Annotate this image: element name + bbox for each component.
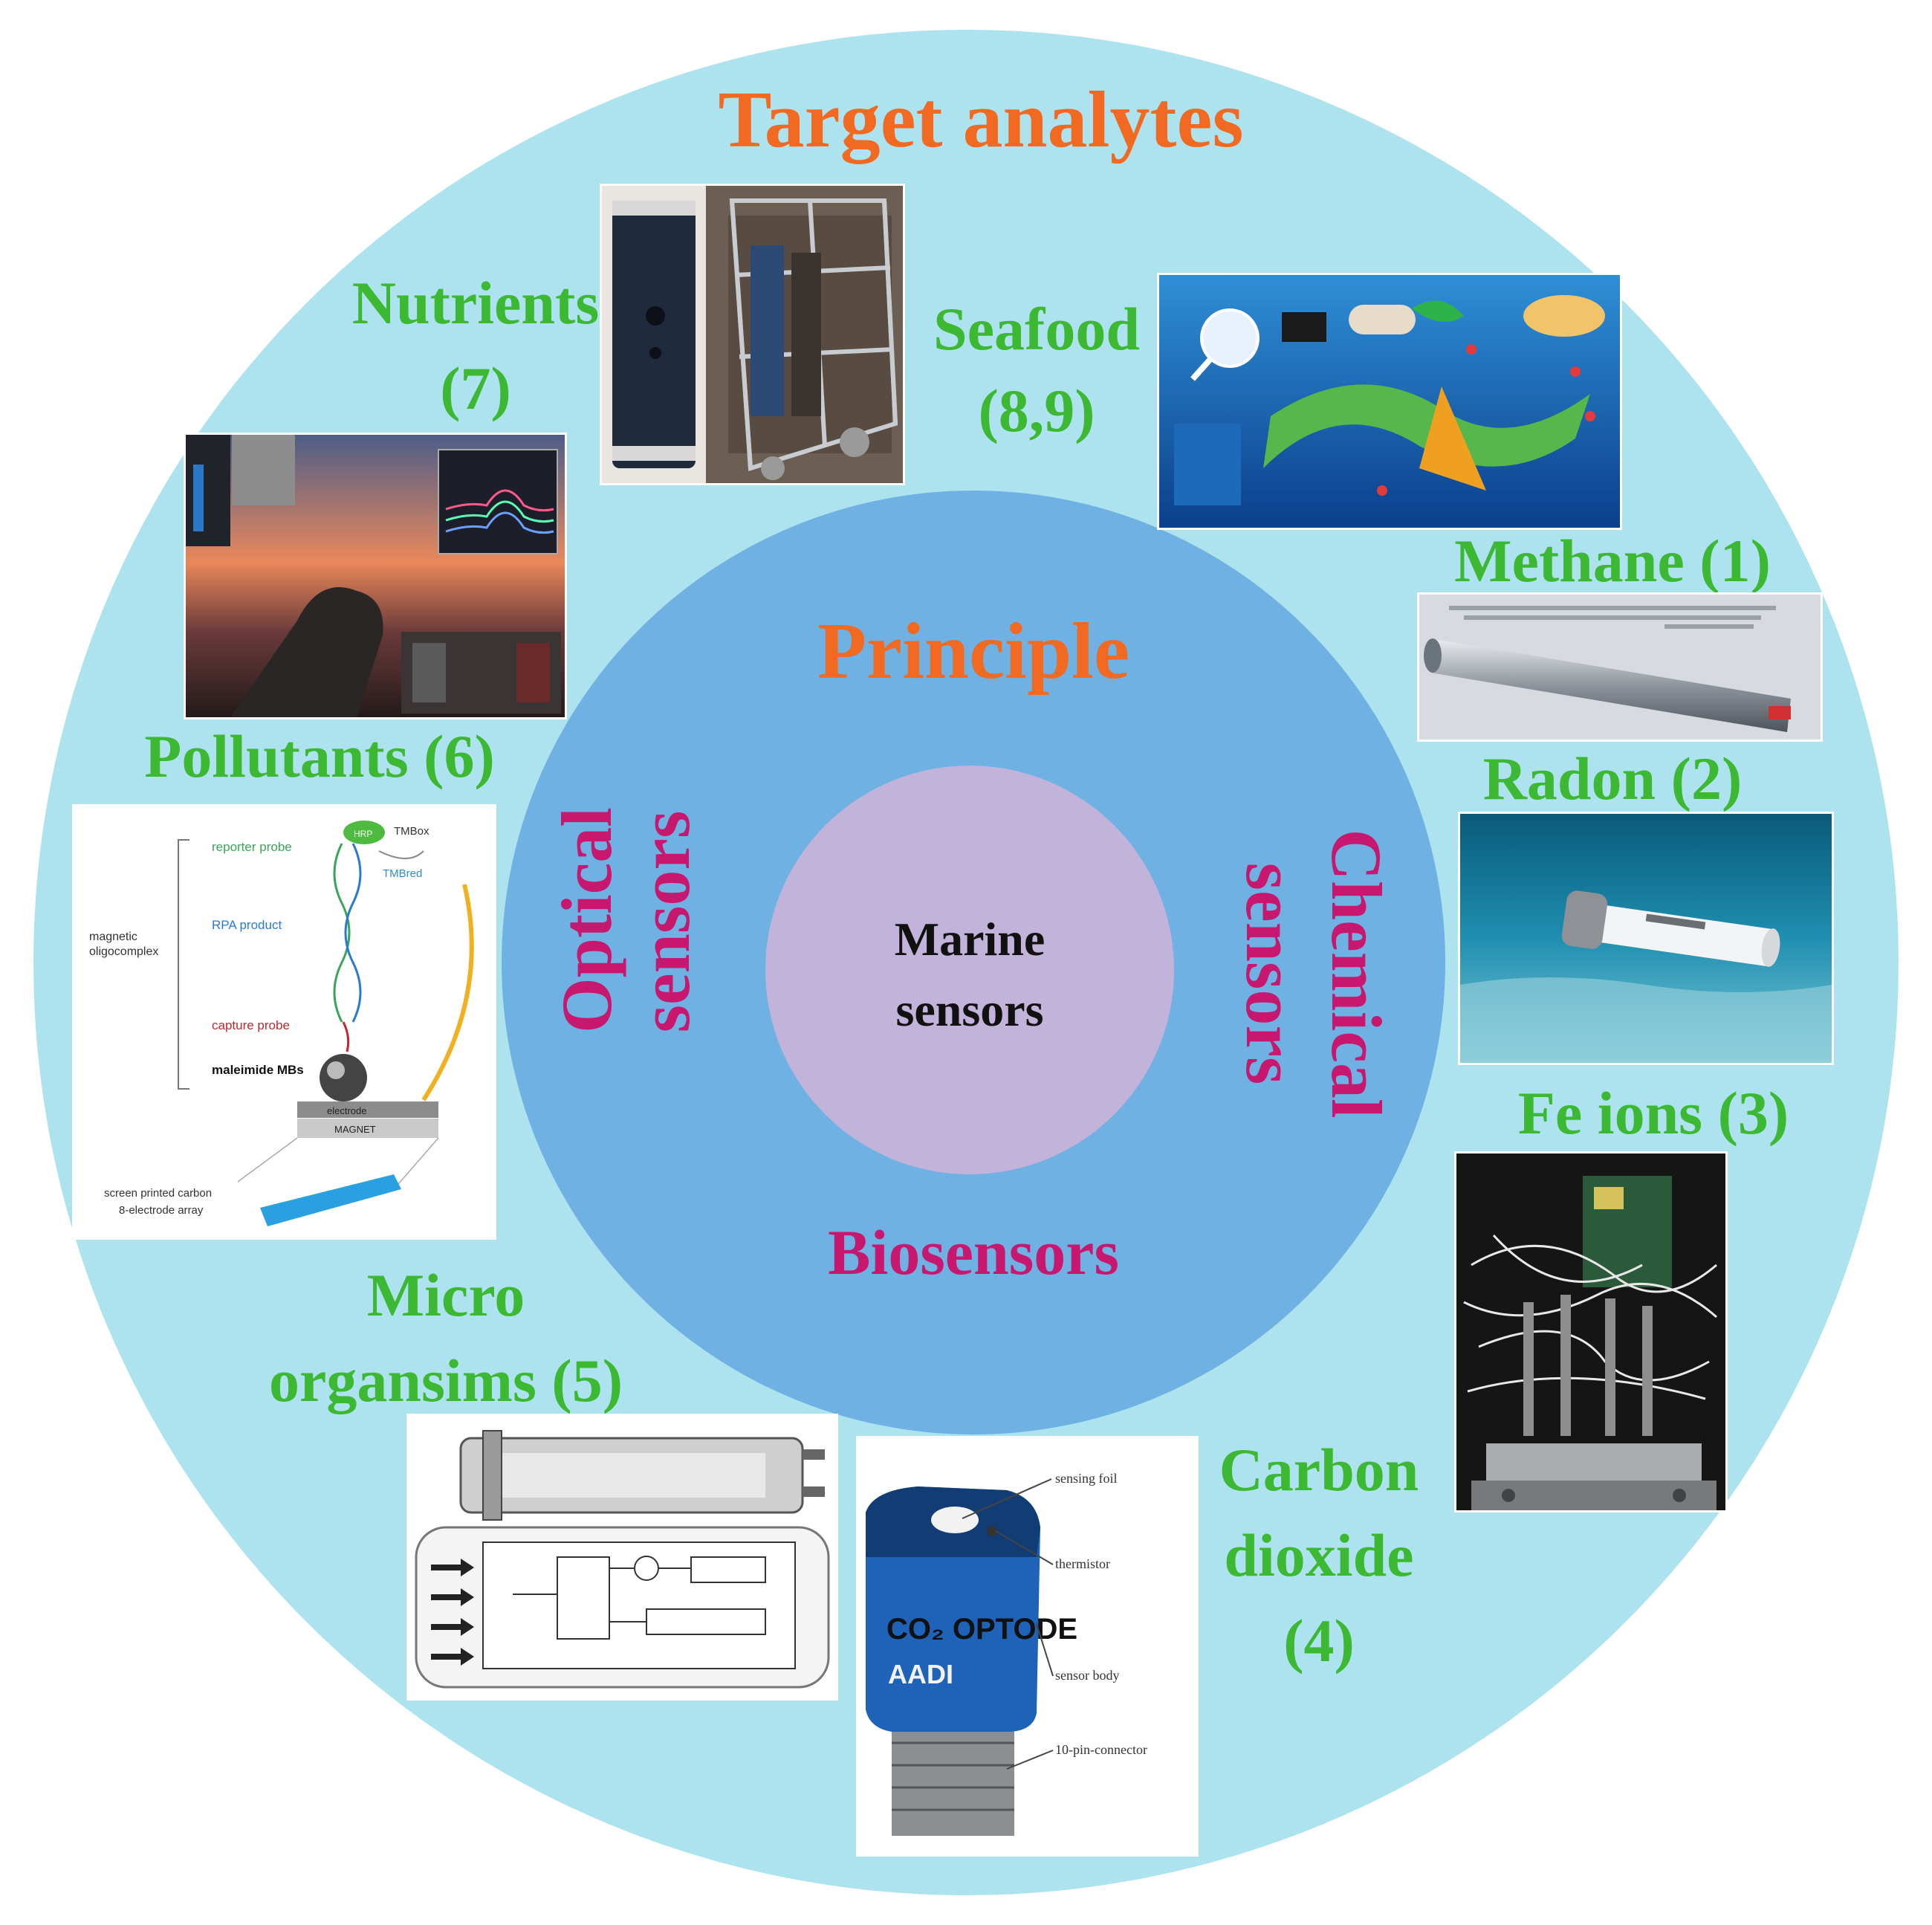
radon-sensor-photo (1460, 814, 1832, 1063)
seafood-sensor-illustration (1159, 275, 1620, 528)
sensor-body-text: sensor body (1055, 1668, 1120, 1683)
optical-sensors-label-line1: Optical (547, 807, 626, 1033)
micro-organisms-label-line2: organsims (5) (268, 1347, 623, 1414)
electrode-text: electrode (327, 1105, 366, 1116)
micro-organisms-label-line1: Micro (366, 1261, 525, 1329)
rpa-product-text: RPA product (212, 918, 282, 932)
hrp-text: HRP (354, 829, 372, 839)
radon-label: Radon (2) (1482, 745, 1743, 812)
optical-sensors-label-line2: sensors (625, 810, 704, 1033)
connector-text: 10-pin-connector (1055, 1742, 1147, 1757)
carbon-dioxide-label-line3: (4) (1283, 1607, 1355, 1675)
aadi-brand-text: AADI (888, 1659, 953, 1689)
capture-probe-text: capture probe (212, 1018, 290, 1032)
methane-label: Methane (1) (1454, 527, 1771, 595)
chemical-sensors-label-line2: sensors (1231, 862, 1311, 1085)
micro-organisms-sensor-schematic (409, 1416, 836, 1698)
carbon-dioxide-label-line1: Carbon (1219, 1436, 1419, 1504)
center-title-line1: Marine (894, 913, 1046, 965)
co2-optode-brand-text: CO₂ OPTODE (886, 1613, 1077, 1646)
seafood-label-line2: (8,9) (978, 377, 1095, 444)
outer-ring-title: Target analytes (718, 76, 1244, 164)
fe-ions-label: Fe ions (3) (1517, 1079, 1789, 1147)
maleimide-text: maleimide MBs (212, 1063, 304, 1077)
center-title-line2: sensors (895, 983, 1044, 1036)
magnet-text: MAGNET (334, 1124, 376, 1135)
sensing-foil-text: sensing foil (1055, 1471, 1118, 1486)
chemical-sensors-label-line1: Chemical (1317, 829, 1396, 1119)
tmb-red-text: TMBred (383, 867, 422, 880)
array-text-line1: screen printed carbon (104, 1187, 212, 1200)
oligocomplex-text: oligocomplex (89, 945, 158, 958)
magnetic-text: magnetic (89, 931, 137, 943)
nutrients-sensor-photo (602, 186, 903, 483)
array-text-line2: 8-electrode array (119, 1204, 204, 1217)
reporter-probe-text: reporter probe (212, 840, 292, 854)
nutrients-label-line1: Nutrients (351, 269, 600, 337)
co2-optode-photo: CO₂ OPTODE AADI sensing foil thermistor … (858, 1438, 1196, 1854)
thermistor-text: thermistor (1055, 1556, 1110, 1571)
center-circle (765, 766, 1174, 1174)
carbon-dioxide-label-line2: dioxide (1224, 1521, 1414, 1589)
tmb-ox-text: TMBox (394, 825, 429, 838)
pollutants-sensor-photo (186, 435, 565, 717)
seafood-label-line1: Seafood (933, 295, 1140, 363)
methane-sensor-photo (1419, 595, 1821, 740)
middle-ring-title: Principle (817, 607, 1129, 696)
dna-biosensor-schematic: reporter probe RPA product capture probe… (74, 806, 494, 1238)
pollutants-label: Pollutants (6) (144, 722, 495, 790)
biosensors-label: Biosensors (828, 1217, 1119, 1288)
fe-ions-sensor-photo (1456, 1154, 1725, 1510)
nutrients-label-line2: (7) (440, 355, 511, 422)
